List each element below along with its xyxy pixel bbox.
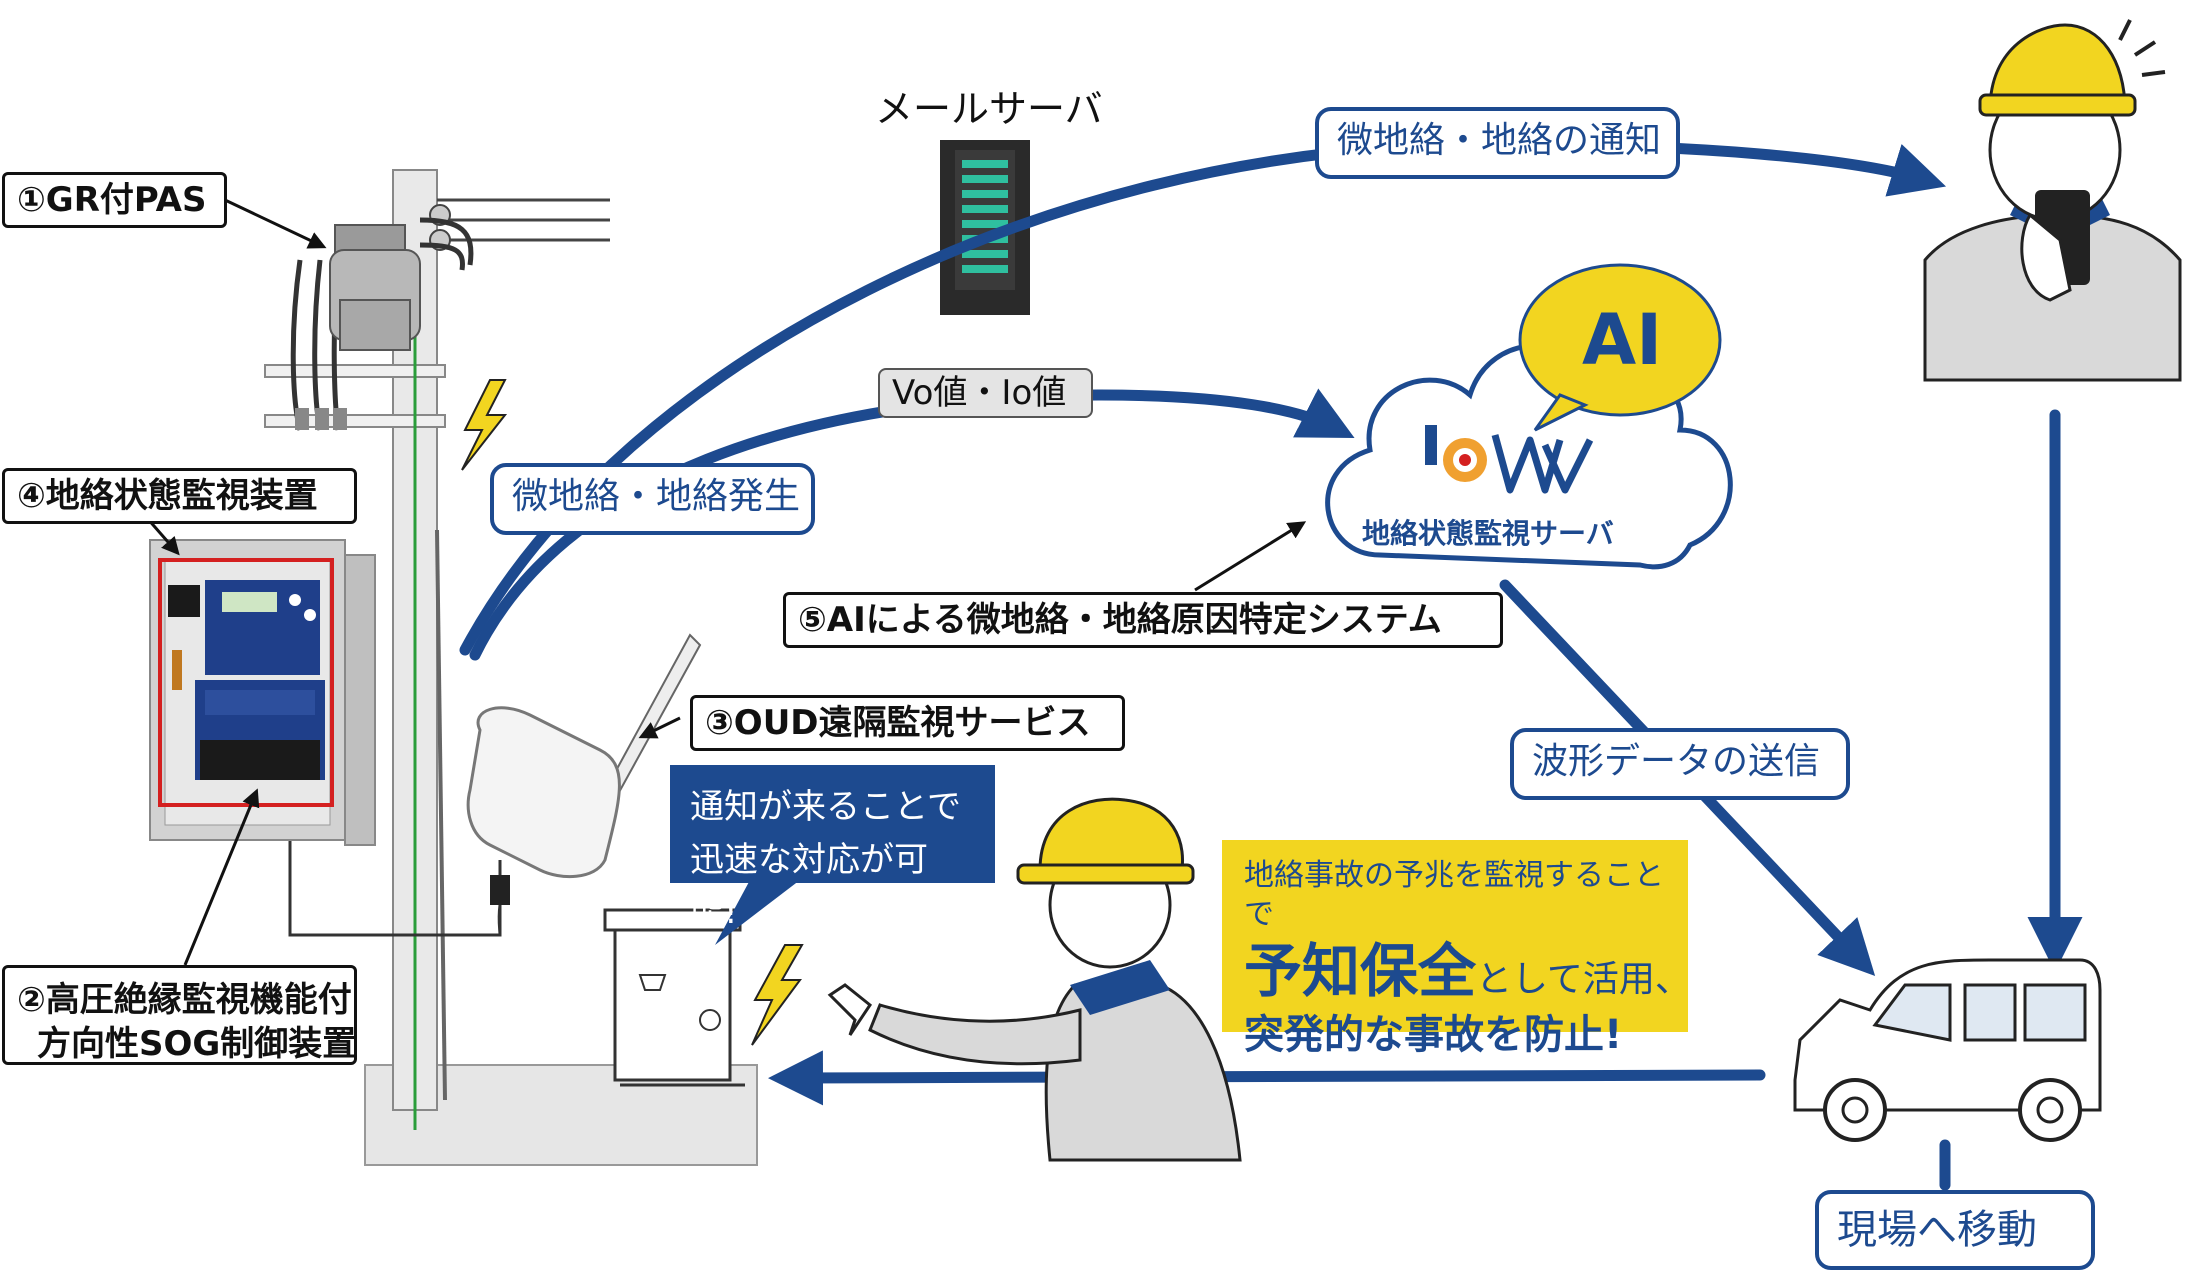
yellow-line2-rest: として活用、 (1476, 959, 1691, 1000)
fault-notify-label: 微地絡・地絡の通知 (1315, 107, 1680, 179)
yellow-line3: 突発的な事故を防止! (1244, 1012, 1623, 1059)
yellow-emphasis: 予知保全 (1244, 937, 1477, 1005)
sog-label-line2: 方向性SOG制御装置 (37, 1024, 357, 1065)
notice-line1: 通知が来ることで (690, 787, 961, 827)
pointer-ai-system (1194, 521, 1307, 592)
fault-occur-label: 微地絡・地絡発生 (490, 463, 815, 535)
lightning-icon (461, 379, 508, 471)
gr-pas-label: ①GR付PAS (2, 172, 227, 228)
arrow-car-to-site (768, 1050, 1766, 1106)
sog-controller-label: ②高圧絶縁監視機能付 方向性SOG制御装置 (2, 965, 357, 1065)
waveform-send-label: 波形データの送信 (1510, 728, 1850, 800)
yellow-line1: 地絡事故の予兆を監視することで (1244, 858, 1664, 932)
van-icon (1793, 958, 2102, 1142)
predictive-maintenance-box: 地絡事故の予兆を監視することで 予知保全として活用、 突発的な事故を防止! (1222, 840, 1691, 1058)
monitor-device-label: ④地絡状態監視装置 (2, 468, 357, 524)
pointer-gr-pas (224, 198, 327, 249)
sog-label-line1: ②高圧絶縁監視機能付 (17, 980, 352, 1020)
ai-system-label: ⑤AIによる微地絡・地絡原因特定システム (783, 592, 1503, 648)
worker-with-phone (1923, 19, 2182, 382)
notice-bubble-tail (715, 880, 800, 945)
worker-pointing (827, 797, 1242, 1162)
mail-server-label: メールサーバ (875, 87, 1103, 131)
move-site-label: 現場へ移動 (1815, 1190, 2095, 1270)
ai-bubble-icon (1518, 263, 1722, 432)
ai-bubble-label: AI (1582, 299, 1663, 381)
oud-remote-device (466, 633, 702, 936)
vo-io-label: Vo値・Io値 (878, 368, 1093, 418)
substation-house (603, 908, 745, 1087)
monitoring-cabinet (149, 539, 376, 846)
lightning-icon (751, 944, 804, 1046)
pas-switch-device (295, 204, 474, 430)
oud-service-label: ③OUD遠隔監視サービス (690, 695, 1125, 751)
pointer-oud (638, 716, 681, 739)
arrow-to-mail-notify (459, 139, 1947, 656)
cloud-server-label: 地絡状態監視サーバ (1362, 517, 1614, 550)
pointer-sog (183, 788, 260, 966)
notice-box: 通知が来ることで 迅速な対応が可能! (670, 765, 995, 932)
notice-line2: 迅速な対応が可能! (690, 839, 928, 933)
